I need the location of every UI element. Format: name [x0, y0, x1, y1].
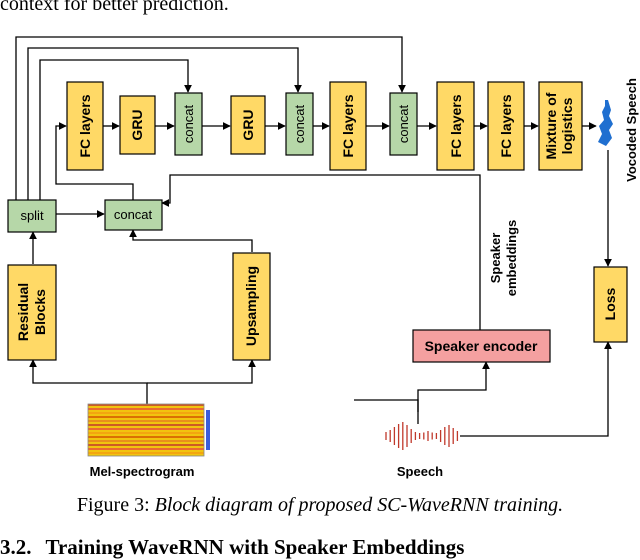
concat-main-to-fc1-line: [55, 122, 134, 200]
block-diagram: FC layers GRU concat GRU concat FC layer…: [7, 36, 639, 479]
caption-text: Block diagram of proposed SC-WaveRNN tra…: [154, 494, 564, 516]
box-concat2: concat: [285, 92, 314, 156]
mel-band: [88, 408, 204, 410]
box-fc1: FC layers: [66, 81, 104, 171]
split-to-concat1-line: [39, 59, 192, 200]
concat2-label: concat: [292, 104, 307, 143]
speaker-embeddings-label-line1: Speaker: [488, 233, 503, 284]
caption-prefix: Figure 3:: [76, 494, 155, 516]
top-text: context for better prediction.: [0, 0, 229, 15]
vocoded-speech-label: Vocoded Speech: [624, 78, 639, 182]
mel-spectrogram-label: Mel-spectrogram: [90, 464, 195, 479]
fc2-label: FC layers: [340, 94, 356, 157]
residual-label-line1: Residual: [15, 283, 31, 341]
speech-to-loss-line: [460, 341, 612, 437]
box-concat3: concat: [389, 92, 418, 156]
box-loss: Loss: [593, 266, 628, 343]
vocoded-waveform-icon: [598, 100, 613, 146]
box-fc3: FC layers: [436, 81, 475, 171]
mel-band: [88, 452, 204, 454]
fc1-label: FC layers: [77, 94, 93, 157]
residual-label-line2: Blocks: [32, 289, 48, 335]
section-heading: 3.2. Training WaveRNN with Speaker Embedd…: [0, 534, 640, 560]
box-upsampling: Upsampling: [232, 252, 271, 361]
connections: [15, 36, 612, 437]
mel-band: [88, 412, 204, 414]
mel-band: [88, 436, 204, 438]
section-title: Training WaveRNN with Speaker Embeddings: [45, 535, 465, 559]
encoder-to-concat-line: [161, 174, 481, 330]
box-gru1: GRU: [119, 95, 156, 155]
box-speaker-encoder: Speaker encoder: [412, 329, 551, 363]
fc4-label: FC layers: [498, 94, 514, 157]
split-to-concat2-line: [27, 47, 302, 200]
speech-to-encoder-line: [354, 399, 419, 424]
mel-to-upsampling-line: [147, 359, 256, 384]
mel-band: [88, 420, 204, 422]
upsampling-label: Upsampling: [243, 266, 259, 346]
speaker-encoder-label: Speaker encoder: [425, 338, 538, 354]
mel-spectrogram-image: [87, 403, 210, 457]
box-residual: Residual Blocks: [7, 264, 57, 361]
mel-band: [88, 440, 204, 442]
mel-band: [88, 432, 204, 434]
gru1-label: GRU: [129, 109, 145, 140]
box-gru2: GRU: [230, 95, 266, 155]
box-mixture: Mixture of logistics: [538, 81, 583, 171]
mel-band: [88, 428, 204, 430]
mel-band: [88, 448, 204, 450]
mixture-label-line2: logistics: [559, 97, 575, 154]
upsampling-to-concat-line: [129, 229, 253, 252]
speech-waveform-icon: [385, 422, 459, 450]
box-fc4: FC layers: [487, 81, 525, 171]
mel-to-residual-line: [29, 359, 148, 404]
mel-band: [88, 444, 204, 446]
concat3-label: concat: [396, 104, 411, 143]
box-split: split: [7, 199, 57, 233]
speaker-embeddings-label-line2: embeddings: [504, 220, 519, 297]
mel-band: [88, 404, 204, 406]
speech-label: Speech: [397, 464, 443, 479]
split-label: split: [20, 208, 44, 223]
split-to-concat3-line: [15, 36, 406, 200]
fc3-label: FC layers: [448, 94, 464, 157]
mel-band: [88, 416, 204, 418]
concat-main-label: concat: [114, 207, 153, 222]
box-concat1: concat: [174, 92, 203, 156]
box-concat-main: concat: [104, 199, 163, 231]
section-number: 3.2.: [0, 535, 32, 559]
concat1-label: concat: [181, 104, 196, 143]
mel-band: [88, 424, 204, 426]
speech-to-encoder-line-2: [417, 361, 490, 412]
figure-caption: Figure 3: Block diagram of proposed SC-W…: [0, 493, 640, 517]
mixture-label-line1: Mixture of: [543, 92, 559, 159]
gru2-label: GRU: [240, 109, 256, 140]
loss-label: Loss: [602, 287, 618, 320]
box-fc2: FC layers: [329, 81, 367, 171]
